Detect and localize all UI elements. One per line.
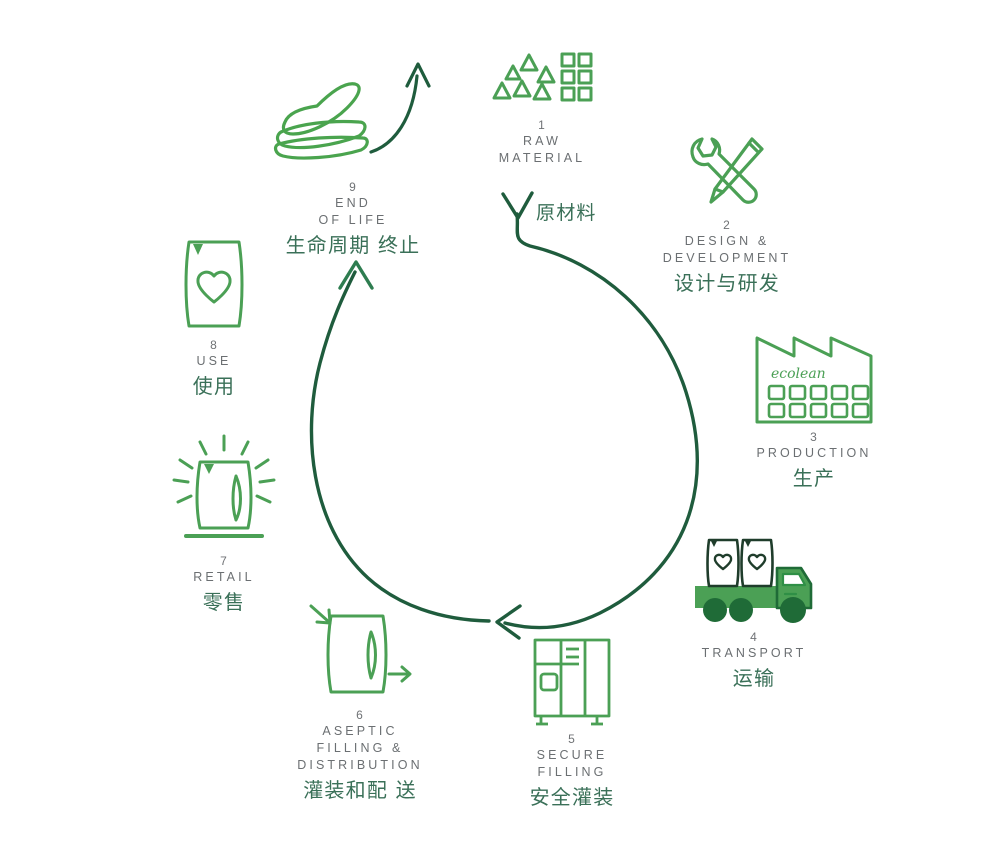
- step-label-en: TRANSPORT: [701, 646, 807, 660]
- step-label-cn: 使用: [192, 374, 236, 398]
- step-design-development[interactable]: 2 DESIGN & DEVELOPMENT 设计与研发: [607, 134, 847, 296]
- raw-material-icon: [492, 52, 593, 102]
- use-heart-pouch-icon: [184, 240, 244, 328]
- step-number: 5: [568, 732, 576, 746]
- step-aseptic-filling[interactable]: 6 ASEPTIC FILLING & DISTRIBUTION 灌装和配 送: [240, 598, 480, 803]
- step-number: 7: [220, 554, 228, 568]
- step-number: 9: [349, 180, 357, 194]
- step-end-of-life[interactable]: 9 END OF LIFE 生命周期 终止: [233, 52, 473, 258]
- step-label-en: ASEPTIC FILLING & DISTRIBUTION: [297, 724, 423, 772]
- step-label-en: SECURE FILLING: [536, 748, 608, 779]
- step-number: 3: [810, 430, 818, 444]
- secure-filling-machine-icon: [533, 638, 611, 726]
- step-transport[interactable]: 4 TRANSPORT 运输: [634, 534, 874, 691]
- step-label-cn: 设计与研发: [674, 271, 780, 295]
- cycle-bottom-arrowhead: [495, 604, 522, 640]
- step-label-en: RAW MATERIAL: [498, 134, 586, 165]
- step-label-en: PRODUCTION: [756, 446, 872, 460]
- cycle-rawmaterial-arrowhead: [501, 191, 534, 220]
- aseptic-filling-distribution-icon: [309, 604, 412, 694]
- step-label-en: RETAIL: [193, 570, 255, 584]
- step-number: 1: [538, 118, 546, 132]
- step-label-cn: 生产: [792, 466, 836, 490]
- step-raw-material[interactable]: 1 RAW MATERIAL: [422, 52, 662, 167]
- step-label-cn-raw-material: 原材料: [536, 202, 597, 224]
- step-label-cn: 灌装和配 送: [303, 778, 417, 802]
- retail-shelf-icon: [172, 434, 276, 538]
- step-use[interactable]: 8 USE 使用: [94, 236, 334, 399]
- step-number: 8: [210, 338, 218, 352]
- production-factory-icon: ecolean: [755, 336, 873, 424]
- step-label-cn: 安全灌装: [529, 785, 615, 809]
- step-number: 2: [723, 218, 731, 232]
- step-production[interactable]: ecolean 3 PRODUCTION 生产: [694, 334, 934, 491]
- step-secure-filling[interactable]: 5 SECURE FILLING 安全灌装: [452, 636, 692, 810]
- cycle-endoflife-arrowhead: [338, 260, 374, 290]
- step-retail[interactable]: 7 RETAIL 零售: [104, 428, 344, 615]
- transport-truck-icon: [695, 538, 813, 623]
- step-number: 4: [750, 630, 758, 644]
- step-label-cn: 生命周期 终止: [285, 233, 421, 257]
- step-label-en: DESIGN & DEVELOPMENT: [662, 234, 792, 265]
- factory-brand-label: ecolean: [771, 366, 826, 382]
- step-label-en: USE: [196, 354, 232, 368]
- design-development-icon: [690, 137, 764, 204]
- end-of-life-flattened-pouch-icon: [273, 62, 431, 160]
- step-label-cn: 运输: [732, 666, 776, 690]
- step-label-cn: 零售: [202, 590, 246, 614]
- step-label-en: END OF LIFE: [318, 196, 388, 227]
- step-number: 6: [356, 708, 364, 722]
